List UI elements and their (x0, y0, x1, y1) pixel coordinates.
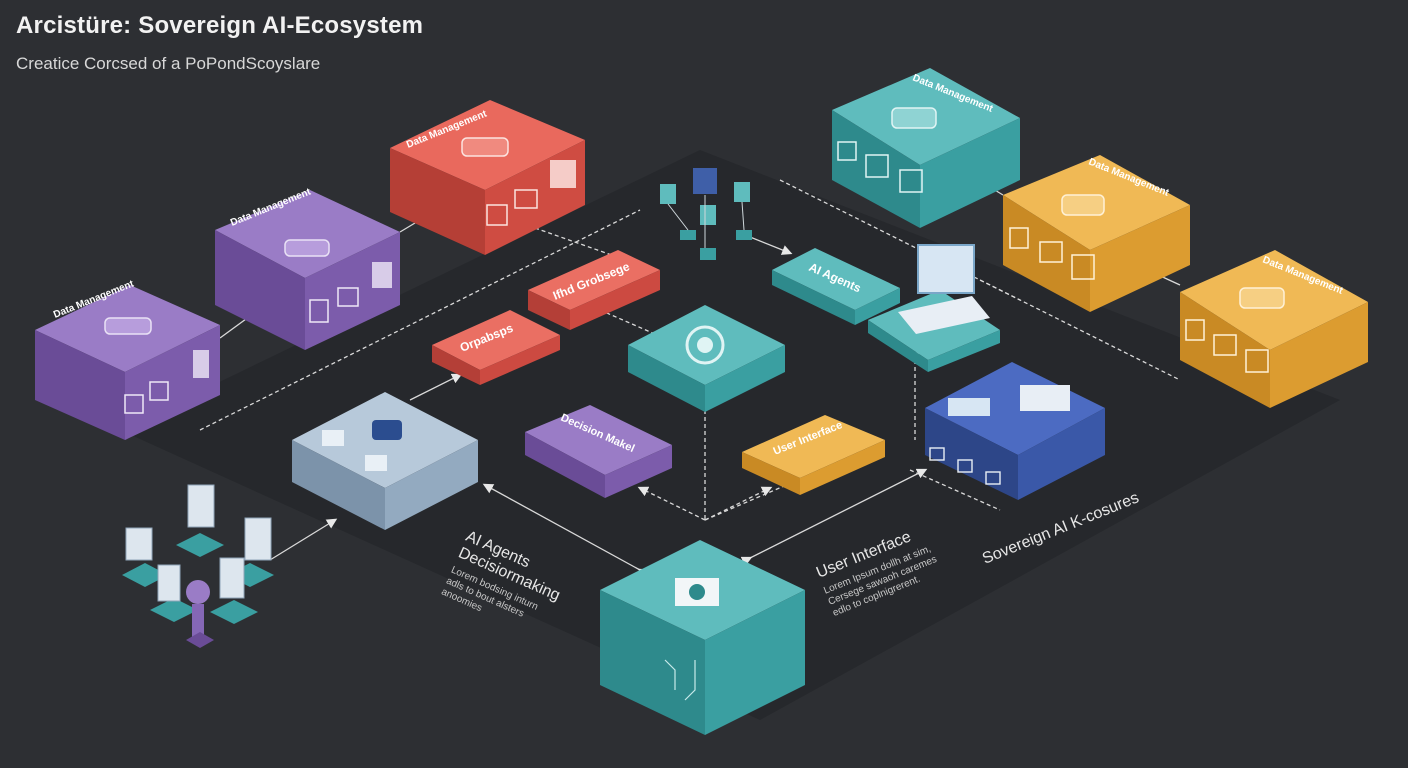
database-icon (1185, 319, 1205, 341)
document-icon (309, 299, 329, 323)
chip-icon (372, 420, 402, 440)
server-icon (461, 137, 509, 157)
laptop-icon (917, 244, 975, 294)
server-icon (104, 317, 152, 335)
monitor-icon (1213, 334, 1237, 356)
tag-ops-red: Orpabsps (432, 310, 560, 385)
diagram-title: Arcistüre: Sovereign AI-Ecosystem (16, 12, 424, 39)
monitor-icon (187, 484, 215, 528)
monitor-icon (157, 564, 181, 602)
monitor-icon (1039, 241, 1063, 263)
server-icon (1239, 287, 1285, 309)
cloud-icon (985, 471, 1001, 485)
grid-icon (193, 350, 209, 378)
monitor-icon (948, 398, 990, 416)
grid-icon (1071, 254, 1095, 280)
tag-user-interface-orange: User Interface (742, 415, 885, 495)
analytics-icon (865, 154, 889, 178)
diagram-header: Arcistüre: Sovereign AI-Ecosystem Creati… (16, 12, 423, 74)
data-management-box-orange-right: Data Management (1180, 250, 1368, 408)
chip-icon (550, 160, 576, 188)
network-cluster-left (122, 484, 274, 648)
target-icon (486, 204, 508, 226)
lock-icon (957, 459, 973, 473)
server-icon (891, 107, 937, 129)
central-ai-hub (628, 305, 785, 412)
document-icon (1009, 227, 1029, 249)
database-icon (124, 394, 144, 414)
chart-icon (1245, 349, 1269, 373)
slate-server-box (292, 392, 478, 530)
gauge-icon (514, 189, 538, 209)
ai-core-icon (685, 325, 725, 365)
monitor-icon (337, 287, 359, 307)
data-management-box-teal: Data Management (832, 68, 1020, 228)
user-node-icon (186, 580, 210, 604)
blue-interface-box (925, 362, 1105, 500)
data-management-box-red: Data Management (390, 100, 585, 255)
network-cluster-top (660, 168, 752, 260)
monitor-icon (125, 527, 153, 561)
camera-icon (899, 169, 923, 193)
document-icon (1020, 385, 1070, 411)
diagram-subtitle: Creatice Corcsed of a PoPondScoyslare (16, 54, 321, 73)
monitor-icon (219, 557, 245, 599)
ai-agents-core-box (600, 540, 805, 735)
chart-icon (837, 141, 857, 161)
circuit-icon (664, 659, 696, 701)
key-icon (929, 447, 945, 461)
brain-icon (372, 262, 392, 288)
laptop-platform (868, 244, 1000, 372)
tag-decision-purple: Decision Makel (525, 405, 672, 498)
server-icon (322, 430, 344, 446)
server-icon (1061, 194, 1105, 216)
monitor-icon (244, 517, 272, 561)
chart-icon (149, 381, 169, 401)
floor-platform (120, 150, 1340, 720)
server-icon (284, 239, 330, 257)
gear-icon (365, 455, 387, 471)
tag-ai-agents-teal: AI Agents (772, 248, 900, 325)
